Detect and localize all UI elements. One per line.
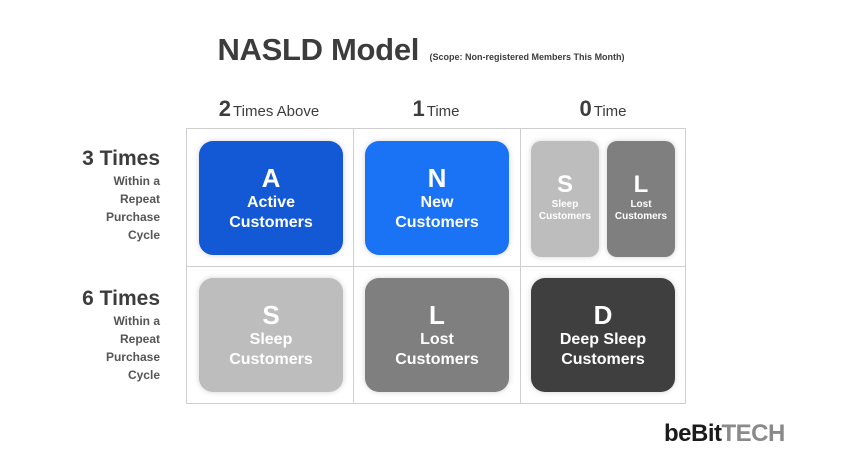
tile-label: Lost <box>420 331 454 348</box>
column-number: 1 <box>412 96 425 121</box>
row-title: 6 Times <box>82 287 160 310</box>
tile-letter: L <box>633 171 649 198</box>
logo-part: beBit <box>664 420 722 447</box>
tile-letter: D <box>593 300 613 330</box>
column-label: Time <box>593 103 627 120</box>
grid-divider <box>187 266 685 267</box>
tile-sleep-customers-small: S Sleep Customers <box>531 141 599 257</box>
tile-label: Customers <box>229 351 313 368</box>
tile-letter: S <box>262 300 280 330</box>
row-title: 3 Times <box>82 147 160 170</box>
tile-label: Customers <box>395 214 479 231</box>
column-label: Time <box>426 103 460 120</box>
tile-label: Customers <box>614 211 668 222</box>
tile-label: Deep Sleep <box>559 331 647 348</box>
tile-letter: A <box>261 163 281 193</box>
tile-label: Active <box>246 194 296 211</box>
tile-letter: N <box>427 163 447 193</box>
title-area: NASLD Model (Scope: Non-registered Membe… <box>0 32 842 68</box>
tile-new-customers: N New Customers <box>365 141 509 255</box>
tile-lost-customers-small: L Lost Customers <box>607 141 675 257</box>
row-line: Cycle <box>127 368 160 382</box>
tile-letter: L <box>429 300 445 330</box>
tile-label: Customers <box>395 351 479 368</box>
tile-label: Customers <box>538 211 592 222</box>
logo-part: TECH <box>721 420 786 447</box>
tile-sleep-customers: S Sleep Customers <box>199 278 343 392</box>
tile-label: Lost <box>630 199 652 210</box>
row-line: Cycle <box>127 228 160 242</box>
column-label: Times Above <box>233 103 320 120</box>
tile-letter: S <box>556 171 573 198</box>
row-header-3-times: 3 Times Within a Repeat Purchase Cycle <box>40 146 160 244</box>
page-title: NASLD Model <box>217 32 420 67</box>
row-header-6-times: 6 Times Within a Repeat Purchase Cycle <box>40 286 160 384</box>
nasld-grid: A Active Customers N New Customers S Sle… <box>186 128 686 404</box>
tile-lost-customers: L Lost Customers <box>365 278 509 392</box>
row-line: Repeat <box>119 332 160 346</box>
tile-label: Sleep <box>551 199 579 210</box>
row-line: Purchase <box>105 210 160 224</box>
row-line: Purchase <box>105 350 160 364</box>
tile-label: Customers <box>229 214 313 231</box>
column-number: 2 <box>218 96 232 121</box>
tile-deep-sleep-customers: D Deep Sleep Customers <box>531 278 675 392</box>
row-line: Repeat <box>119 192 160 206</box>
bebit-tech-logo: beBitTECH <box>664 420 785 448</box>
column-number: 0 <box>579 96 592 121</box>
tile-label: Customers <box>561 351 645 368</box>
tile-active-customers: A Active Customers <box>199 141 343 255</box>
row-line: Within a <box>113 314 160 328</box>
row-line: Within a <box>113 174 160 188</box>
tile-label: New <box>420 194 454 211</box>
tile-label: Sleep <box>249 331 293 348</box>
scope-note: (Scope: Non-registered Members This Mont… <box>429 52 625 62</box>
